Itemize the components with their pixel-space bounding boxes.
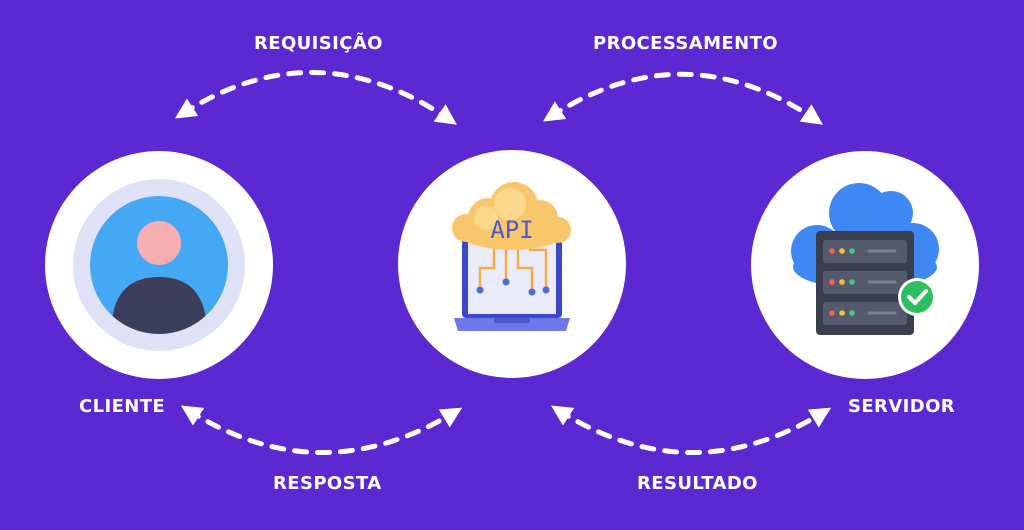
label-resposta: RESPOSTA (273, 473, 382, 494)
user-avatar-icon (73, 179, 245, 351)
label-processamento: PROCESSAMENTO (593, 33, 778, 54)
node-api: API (398, 150, 626, 378)
arrow-resposta (180, 405, 463, 455)
arrow-resultado (550, 405, 832, 455)
label-resultado: RESULTADO (637, 473, 758, 494)
api-text: API (490, 216, 533, 244)
label-cliente: CLIENTE (79, 396, 166, 417)
node-servidor (751, 151, 979, 379)
arrow-processamento (542, 71, 823, 125)
node-cliente (45, 151, 273, 379)
arrow-requisicao (174, 70, 457, 125)
cloud-server-check-icon (791, 183, 939, 335)
label-servidor: SERVIDOR (848, 396, 956, 417)
laptop-cloud-api-icon: API (452, 182, 571, 331)
label-requisicao: REQUISIÇÃO (254, 33, 383, 54)
